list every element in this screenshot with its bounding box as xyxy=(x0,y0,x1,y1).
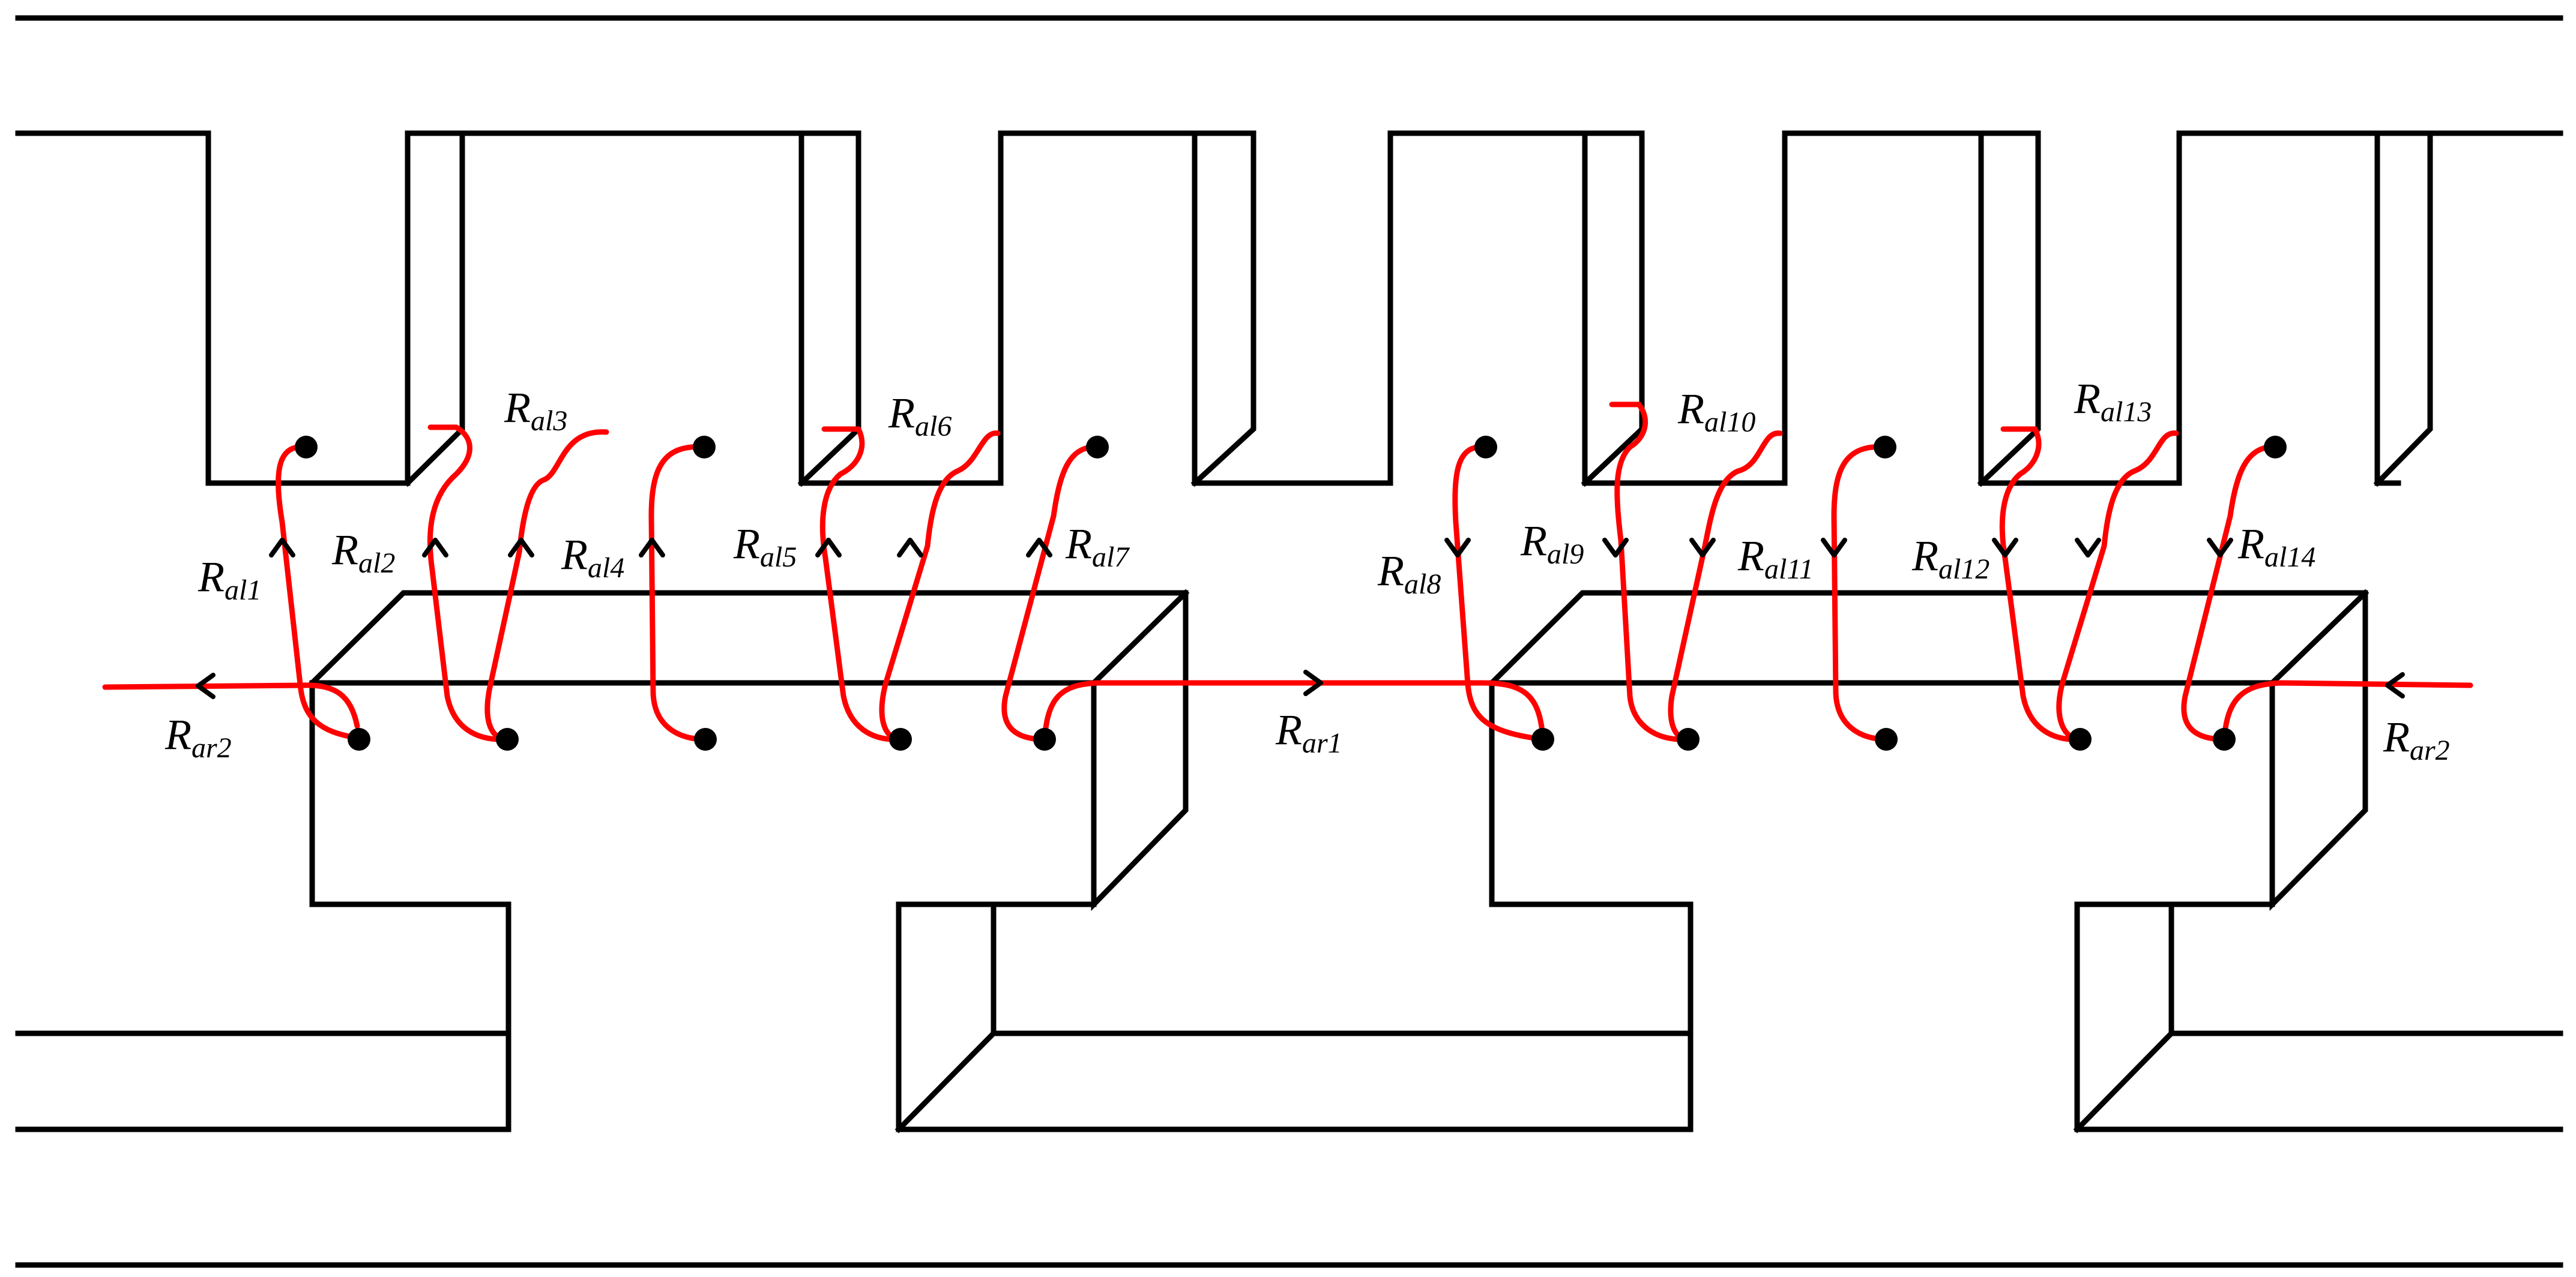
node-dot xyxy=(496,728,519,751)
left-box-front xyxy=(15,680,511,1132)
node-dot xyxy=(694,728,717,751)
resistance-labels: Ral1 Ral2 Ral3 Ral4 Ral5 Ral6 Ral7 Ral8 … xyxy=(164,374,2450,766)
node-dot xyxy=(1086,436,1109,458)
arrow-down-icon xyxy=(2207,538,2233,557)
node-dot xyxy=(2264,436,2287,458)
right-box-front xyxy=(1489,680,1694,1036)
node-dot xyxy=(1677,728,1700,751)
arrow-up-icon xyxy=(269,538,295,557)
right-box-top xyxy=(1488,590,2368,911)
node-dot xyxy=(1874,436,1896,458)
node-dot xyxy=(693,436,716,458)
arrow-down-icon xyxy=(1821,538,1847,557)
label-ral12: Ral12 xyxy=(1911,532,1989,585)
node-dot xyxy=(348,728,370,751)
tooth-bevels xyxy=(403,130,2433,487)
arrow-up-icon xyxy=(422,538,448,557)
arrow-left-icon xyxy=(196,673,216,699)
arrow-down-icon xyxy=(1602,538,1629,557)
lower-tooth-left xyxy=(896,901,1694,1132)
label-ral2: Ral2 xyxy=(331,526,395,579)
arrow-up-icon xyxy=(639,538,665,557)
arrow-left-icon xyxy=(2385,672,2405,699)
lower-tooth-right xyxy=(2074,901,2563,1132)
node-dot xyxy=(1474,436,1497,458)
node-dot xyxy=(2069,728,2092,751)
arrow-up-icon xyxy=(1026,538,1052,557)
arrow-down-icon xyxy=(1992,538,2018,557)
label-ral1: Ral1 xyxy=(198,553,261,606)
arrow-up-icon xyxy=(897,538,923,557)
node-dot xyxy=(1033,728,1056,751)
arrow-up-icon xyxy=(815,538,842,557)
label-ral10: Ral10 xyxy=(1677,385,1755,438)
label-ral9: Ral9 xyxy=(1520,517,1584,570)
node-dots xyxy=(295,436,2287,751)
node-dot xyxy=(2213,728,2236,751)
direction-arrows xyxy=(196,538,2405,699)
arrow-right-icon xyxy=(1303,670,1323,696)
label-ral13: Ral13 xyxy=(2074,374,2152,428)
structure-lines xyxy=(15,15,2563,1268)
label-rar2-right: Rar2 xyxy=(2383,713,2450,766)
label-ral5: Ral5 xyxy=(733,520,797,573)
arrow-down-icon xyxy=(1689,538,1716,557)
node-dot xyxy=(1531,728,1554,751)
node-dot xyxy=(295,436,318,458)
label-ral4: Ral4 xyxy=(561,530,624,584)
label-ral3: Ral3 xyxy=(504,383,567,437)
flux-paths xyxy=(102,401,2473,742)
axial-flux-path-right xyxy=(2221,680,2473,742)
arrow-up-icon xyxy=(508,538,534,557)
upper-core-outline xyxy=(15,130,2401,486)
arrow-down-icon xyxy=(2075,538,2101,557)
node-dot xyxy=(889,728,912,751)
label-ral6: Ral6 xyxy=(888,389,952,442)
label-rar2-left: Rar2 xyxy=(164,711,232,764)
label-rar1: Rar1 xyxy=(1275,706,1342,759)
arrow-down-icon xyxy=(1444,538,1471,557)
label-ral14: Ral14 xyxy=(2237,520,2315,573)
axial-flux-path-middle xyxy=(1042,680,1546,742)
axial-flux-path xyxy=(102,682,360,729)
label-ral7: Ral7 xyxy=(1065,520,1130,573)
node-dot xyxy=(1875,728,1898,751)
label-ral11: Ral11 xyxy=(1737,532,1814,585)
label-ral8: Ral8 xyxy=(1377,547,1441,600)
